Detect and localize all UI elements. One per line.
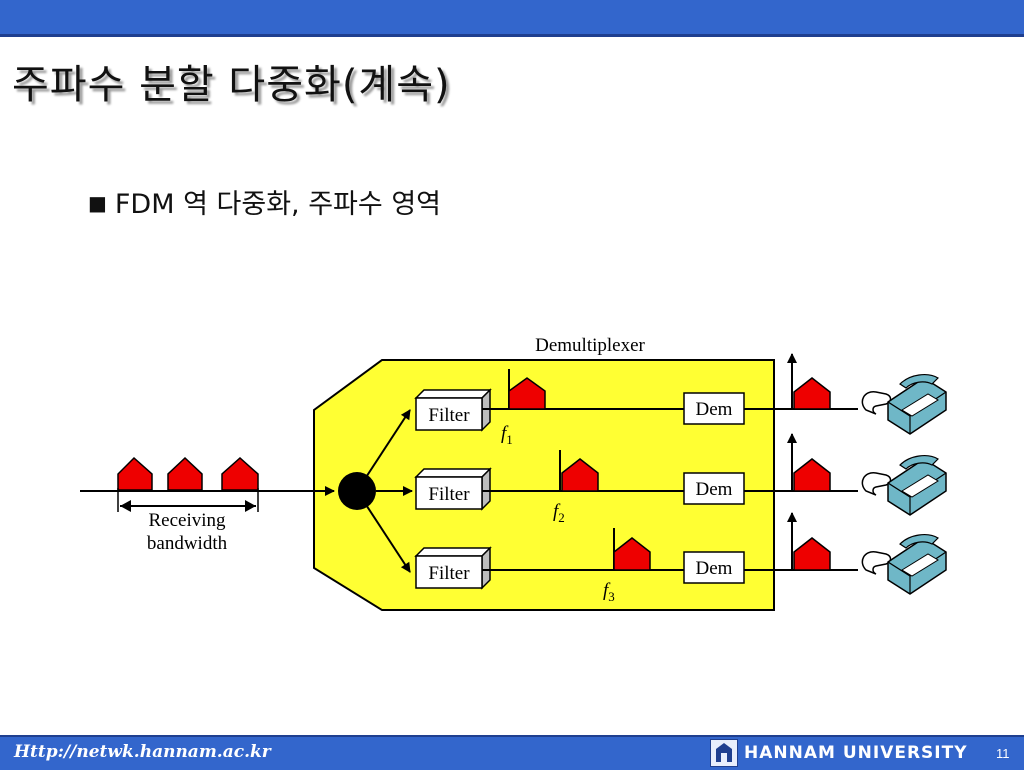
input-signal-group <box>117 456 259 491</box>
page-number: 11 <box>996 746 1010 761</box>
dem-label: Dem <box>696 479 733 500</box>
output-signal-icon <box>793 537 831 571</box>
output-signal-icon <box>793 377 831 410</box>
branch-line <box>356 409 411 492</box>
top-banner <box>0 0 1024 37</box>
telephone-icon <box>861 374 947 435</box>
filtered-signal-icon <box>613 537 651 571</box>
input-signal-icon <box>221 456 259 491</box>
dem-label: Dem <box>696 558 733 579</box>
filter-label: Filter <box>428 484 470 505</box>
frequency-label-f1: f1 <box>501 423 513 447</box>
telephone-icon <box>861 455 947 516</box>
filter-box: Filter <box>414 388 492 432</box>
branch-line <box>356 490 411 573</box>
bandwidth-bracket <box>117 488 259 512</box>
slide-title: 주파수 분할 다중화(계속) <box>12 62 451 108</box>
bullet-item: ■ FDM 역 다중화, 주파수 영역 <box>88 182 441 221</box>
university-name: HANNAM UNIVERSITY <box>744 743 968 763</box>
input-signal-icon <box>167 456 203 491</box>
footer-bar: Http://netwk.hannam.ac.kr HANNAM UNIVERS… <box>0 735 1024 770</box>
demodulator-box <box>683 472 745 505</box>
filter-box: Filter <box>414 467 492 511</box>
filter-box: Filter <box>414 546 492 590</box>
frequency-label-f3: f3 <box>603 580 615 604</box>
filtered-signal-icon <box>508 377 546 410</box>
output-signal-icon <box>793 458 831 492</box>
demultiplexer-label: Demultiplexer <box>535 335 645 356</box>
frequency-label-f2: f2 <box>553 501 565 525</box>
demodulator-box <box>683 551 745 584</box>
receiving-bandwidth-label-line2: bandwidth <box>147 533 228 554</box>
channel-3: Filter f3 Dem <box>414 512 858 604</box>
channel-1: Filter f1 Dem <box>414 353 858 447</box>
fdm-demultiplexing-diagram: Demultiplexer Receiving bandwidth Filter <box>80 335 947 611</box>
footer-url-link[interactable]: Http://netwk.hannam.ac.kr <box>14 742 271 762</box>
filter-label: Filter <box>428 563 470 584</box>
filter-label: Filter <box>428 405 470 426</box>
filtered-signal-icon <box>561 458 599 492</box>
dem-label: Dem <box>696 399 733 420</box>
receiving-bandwidth-label-line1: Receiving <box>148 510 226 531</box>
bullet-text: FDM 역 다중화, 주파수 영역 <box>114 189 441 220</box>
telephone-icon <box>861 534 947 595</box>
input-signal-icon <box>117 456 153 491</box>
bullet-square-icon: ■ <box>88 191 107 215</box>
hannam-university-logo-icon <box>710 739 738 767</box>
channel-2: Filter f2 Dem <box>414 433 858 525</box>
